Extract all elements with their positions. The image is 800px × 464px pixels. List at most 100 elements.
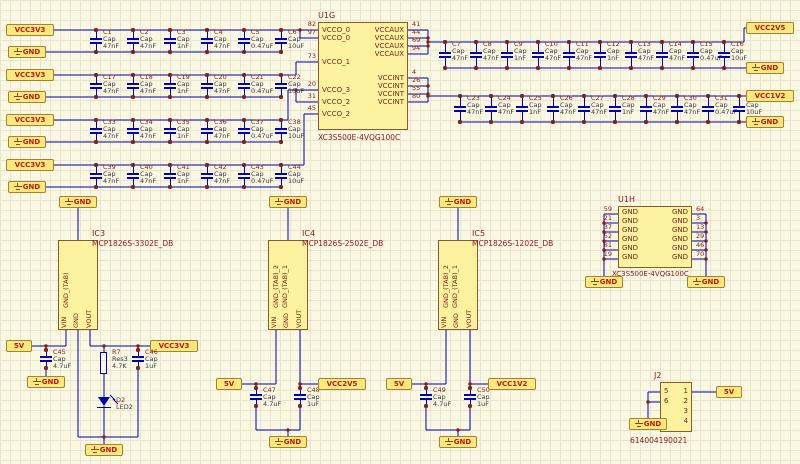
pin-number: 21 — [603, 214, 612, 222]
pin-name: GND — [622, 253, 639, 261]
pin-name: GND — [671, 217, 688, 225]
ic4-designator: IC4 — [302, 229, 316, 238]
u1g-body[interactable] — [318, 22, 408, 130]
ic4-part: MCP1826S-2502E_DB — [302, 239, 384, 248]
pin-number: 20 — [307, 80, 316, 88]
u1h-body[interactable] — [618, 206, 692, 268]
gnd-symbol-icon — [692, 278, 701, 286]
power-port-vcc3v3[interactable]: VCC3V3 — [6, 114, 54, 126]
gnd-symbol-icon — [13, 138, 22, 146]
gnd-symbol-icon — [751, 64, 760, 72]
pin-number: 3 — [696, 214, 701, 222]
pin-name: VCCO_0 — [322, 34, 351, 42]
pin-name: VOUT — [295, 309, 303, 328]
power-port-vcc3v3[interactable]: VCC3V3 — [150, 340, 198, 352]
power-port-vcc2v5[interactable]: VCC2V5 — [746, 22, 794, 34]
pin-name: VCCAUX — [374, 50, 404, 58]
power-port-gnd[interactable]: GND — [585, 276, 623, 288]
gnd-symbol-icon — [751, 118, 760, 126]
gnd-symbol-icon — [64, 198, 73, 206]
power-port-gnd[interactable]: GND — [8, 91, 46, 103]
gnd-symbol-icon — [32, 378, 41, 386]
led-triangle — [98, 397, 110, 406]
pin-number: 37 — [603, 223, 612, 231]
pin-name: GND — [671, 244, 688, 252]
gnd-symbol-icon — [13, 183, 22, 191]
power-port-vcc1v2[interactable]: VCC1V2 — [746, 90, 794, 102]
pin-number: 97 — [307, 28, 316, 36]
power-port-gnd[interactable]: GND — [8, 181, 46, 193]
pin-number: 4 — [683, 417, 688, 425]
pin-number: 59 — [603, 205, 612, 213]
pin-number: 19 — [603, 250, 612, 258]
pin-name: VOUT — [85, 309, 93, 328]
resistor-r7[interactable] — [100, 352, 107, 374]
power-port-5v[interactable]: 5V — [6, 340, 32, 352]
pin-name: VCCO_1 — [322, 58, 351, 66]
pin-name: VCCO_3 — [322, 86, 351, 94]
power-port-gnd[interactable]: GND — [746, 116, 784, 128]
power-port-gnd[interactable]: GND — [687, 276, 725, 288]
gnd-symbol-icon — [590, 278, 599, 286]
power-port-vcc3v3[interactable]: VCC3V3 — [6, 24, 54, 36]
power-port-gnd[interactable]: GND — [8, 136, 46, 148]
regulator-ic3[interactable]: GND_(TAB) VIN GND VOUT — [58, 240, 98, 330]
power-port-gnd[interactable]: GND — [85, 444, 123, 456]
power-port-5v[interactable]: 5V — [386, 378, 412, 390]
pin-number: 73 — [307, 52, 316, 60]
power-port-gnd[interactable]: GND — [269, 196, 307, 208]
regulator-ic4[interactable]: GND_(TAB)_2 GND_(TAB)_1 VIN GND VOUT — [268, 240, 308, 330]
pin-number: 46 — [696, 241, 705, 249]
power-port-gnd[interactable]: GND — [439, 196, 477, 208]
gnd-symbol-icon — [13, 93, 22, 101]
pin-name: VIN — [60, 316, 68, 328]
power-port-gnd[interactable]: GND — [27, 376, 65, 388]
power-port-vcc1v2[interactable]: VCC1V2 — [488, 378, 536, 390]
power-port-5v[interactable]: 5V — [216, 378, 242, 390]
led-diode-icon[interactable] — [97, 394, 119, 409]
power-port-gnd[interactable]: GND — [629, 418, 667, 430]
regulator-ic5[interactable]: GND_(TAB)_2 GND_(TAB)_1 VIN GND VOUT — [438, 240, 478, 330]
pin-number: 41 — [412, 20, 421, 28]
pin-name: VCCINT — [377, 90, 404, 98]
pin-name: VCCO_0 — [322, 26, 351, 34]
power-port-vcc3v3[interactable]: VCC3V3 — [6, 69, 54, 81]
power-port-gnd[interactable]: GND — [59, 196, 97, 208]
pin-name: GND — [622, 244, 639, 252]
pin-number: 80 — [412, 92, 421, 100]
power-port-vcc2v5[interactable]: VCC2V5 — [318, 378, 366, 390]
ic5-part: MCP1826S-1202E_DB — [472, 239, 554, 248]
led-cathode-bar — [97, 406, 111, 409]
pin-name: GND — [282, 313, 290, 328]
power-port-gnd[interactable]: GND — [269, 436, 307, 448]
ic3-body — [58, 240, 98, 330]
u1g-designator: U1G — [318, 11, 336, 20]
power-port-gnd[interactable]: GND — [8, 46, 46, 58]
power-port-gnd[interactable]: GND — [439, 436, 477, 448]
power-port-vcc3v3[interactable]: VCC3V3 — [6, 159, 54, 171]
pin-name: GND — [622, 235, 639, 243]
pin-name: VCCAUX — [374, 26, 404, 34]
power-port-gnd[interactable]: GND — [746, 62, 784, 74]
u1g-part: XC3S500E-4VQG100C — [318, 133, 401, 142]
power-port-5v[interactable]: 5V — [716, 386, 742, 398]
gnd-symbol-icon — [634, 420, 643, 428]
pin-number: 3 — [683, 407, 688, 415]
